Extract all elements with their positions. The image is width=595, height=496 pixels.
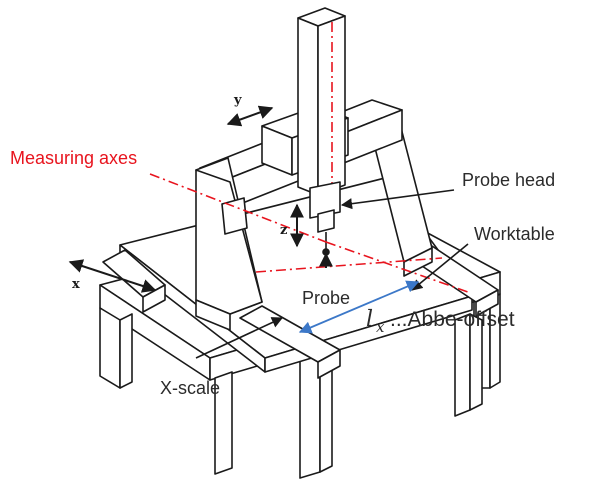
abbe-symbol: l xyxy=(366,307,373,332)
table-leg-front-right xyxy=(299,345,333,479)
axis-label-z: z xyxy=(280,223,287,238)
measuring-axes-lines xyxy=(149,173,469,293)
x-scale-leader xyxy=(195,317,284,359)
axis-label-x: x xyxy=(72,277,80,292)
label-leaders xyxy=(195,189,469,359)
abbe-offset-dimension xyxy=(298,280,420,334)
worktable-leader xyxy=(411,243,469,291)
table-leg-right xyxy=(454,313,483,417)
abbe-subscript: x xyxy=(376,318,385,336)
measuring-axis-y xyxy=(149,173,327,243)
abbe-offset-label: l x ...Abbe-offset xyxy=(366,307,515,336)
worktable-label: Worktable xyxy=(474,224,555,244)
x-scale-label: X-scale xyxy=(160,378,220,398)
motion-arrows xyxy=(68,105,333,293)
abbe-offset-text: ...Abbe-offset xyxy=(390,308,515,331)
z-ram xyxy=(297,7,346,196)
probe-head-label: Probe head xyxy=(462,170,555,190)
measuring-axes-label: Measuring axes xyxy=(10,148,137,168)
table-leg-front-left xyxy=(99,307,133,389)
axis-label-y: y xyxy=(233,93,242,108)
machine-line-art xyxy=(99,7,501,479)
table-leg-front-middle xyxy=(214,371,233,475)
gantry-window xyxy=(221,197,248,235)
measuring-axis-x xyxy=(255,257,443,273)
gantry-front-column xyxy=(195,157,263,331)
x-motion-arrow xyxy=(68,259,157,293)
y-motion-arrow xyxy=(226,105,274,127)
probe-head-leader xyxy=(340,189,455,210)
probe-label: Probe xyxy=(302,288,350,308)
probe-head xyxy=(309,181,341,256)
measuring-axis-y-extension xyxy=(325,241,469,293)
